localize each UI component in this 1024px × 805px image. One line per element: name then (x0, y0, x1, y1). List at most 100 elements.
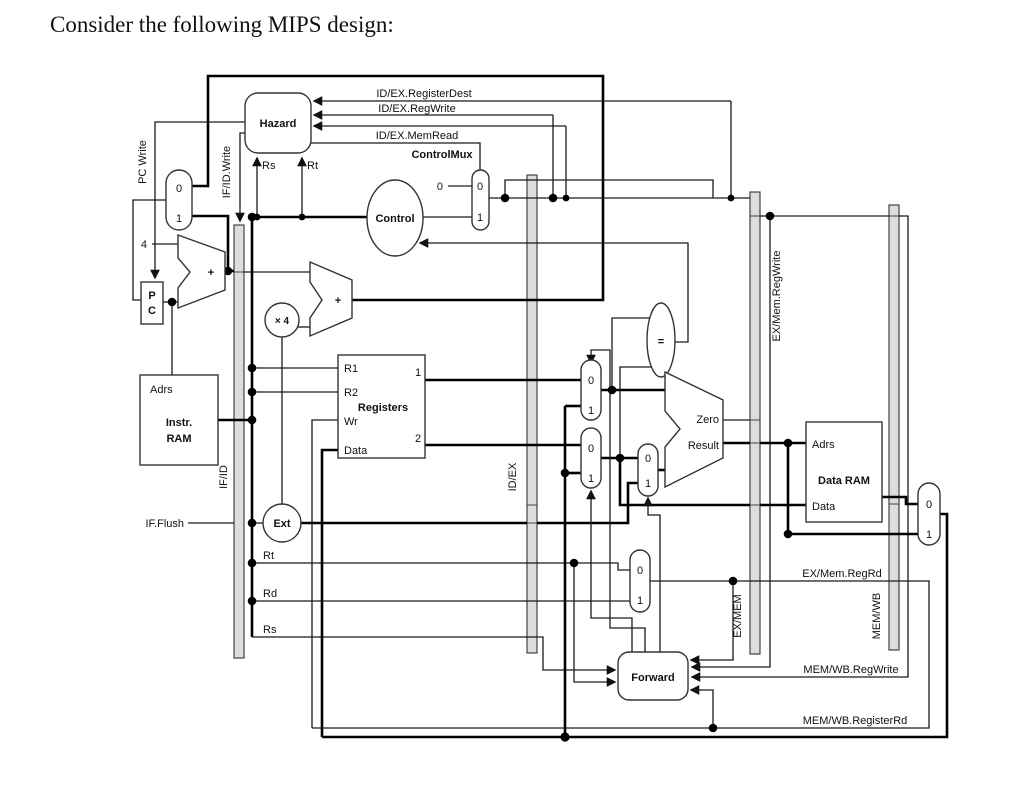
reg-dst-mux-shape (629, 549, 651, 613)
label-if-flush: IF.Flush (145, 518, 184, 530)
forward-b-mux-0: 0 (588, 443, 594, 455)
label-idex: ID/EX (507, 462, 519, 491)
pc-plus4-adder: + (177, 234, 226, 310)
control-label: Control (375, 213, 414, 225)
control-mux-1: 1 (477, 212, 483, 224)
wires (132, 74, 949, 739)
control-mux-0: 0 (477, 181, 483, 193)
forward-b-mux: 0 1 (580, 427, 602, 489)
label-rs: Rs (263, 624, 277, 636)
x4-label: × 4 (275, 316, 290, 327)
label-exmem: EX/MEM (732, 594, 744, 637)
pc-label-p: P (148, 290, 155, 302)
label-ifid-write: IF/ID.Write (221, 146, 233, 198)
wb-mux-shape (917, 482, 941, 546)
alusrc-mux-1: 1 (645, 478, 651, 490)
ifid-register-bar (233, 224, 245, 659)
memwb-register-bar (888, 204, 900, 651)
label-rt: Rt (263, 550, 274, 562)
label-controlmux: ControlMux (411, 149, 473, 161)
branch-adder: + (309, 260, 353, 338)
reg-dst-mux: 0 1 (629, 549, 651, 613)
instr-ram-box (139, 374, 219, 466)
registers-out1: 1 (415, 367, 421, 379)
branch-adder-plus: + (335, 295, 341, 307)
alu: Zero Result (664, 370, 724, 489)
forward-b-mux-1: 1 (588, 473, 594, 485)
branch-adder-shape (309, 260, 353, 338)
control-mux: 0 1 (471, 169, 490, 231)
alu-shape (664, 370, 724, 489)
data-ram-box (805, 421, 883, 523)
equality-comparator: = (646, 302, 676, 378)
forward-a-mux-shape (580, 359, 602, 421)
ext-circle (262, 503, 302, 543)
junction-dots (167, 193, 793, 742)
pc-src-mux: 0 1 (165, 169, 193, 231)
pc-src-mux-1: 1 (176, 213, 182, 225)
registers-out2: 2 (415, 433, 421, 445)
forward-label: Forward (631, 672, 674, 684)
x4-circle (264, 302, 300, 338)
data-ram: Adrs Data RAM Data (805, 421, 883, 523)
wb-mux: 0 1 (917, 482, 941, 546)
eq-label: = (658, 336, 664, 348)
alusrc-mux-shape (637, 443, 659, 497)
question-title: Consider the following MIPS design: (50, 12, 394, 37)
forward-b-mux-shape (580, 427, 602, 489)
pipeline-register-bars (233, 174, 900, 659)
label-idex-registerdest: ID/EX.RegisterDest (376, 88, 471, 100)
forward-box (617, 651, 689, 701)
reg-dst-mux-0: 0 (637, 565, 643, 577)
label-pc-write: PC Write (137, 140, 149, 184)
label-memwb-registerrd: MEM/WB.RegisterRd (803, 715, 908, 727)
instr-ram-label1: Instr. (166, 417, 192, 429)
reg-dst-mux-1: 1 (637, 595, 643, 607)
label-rt-top: Rt (307, 160, 318, 172)
pc-box (140, 281, 164, 325)
instr-ram-label2: RAM (166, 433, 191, 445)
label-four: 4 (141, 239, 147, 251)
adder-plus: + (208, 267, 214, 279)
eq-oval (646, 302, 676, 378)
alusrc-mux: 0 1 (637, 443, 659, 497)
registers-box (337, 354, 426, 459)
shift-left-unit: × 4 (264, 302, 300, 338)
forward-unit: Forward (617, 651, 689, 701)
pc-src-mux-0: 0 (176, 183, 182, 195)
forward-a-mux: 0 1 (580, 359, 602, 421)
instr-ram-adrs: Adrs (150, 384, 173, 396)
label-idex-regwrite: ID/EX.RegWrite (378, 103, 455, 115)
data-ram-data: Data (812, 501, 836, 513)
hazard-label: Hazard (260, 118, 297, 130)
registers-label: Registers (358, 402, 408, 414)
label-exmem-regwrite: EX/Mem.RegWrite (771, 251, 783, 342)
wb-mux-1: 1 (926, 529, 932, 541)
wb-mux-0: 0 (926, 499, 932, 511)
hazard-unit: Hazard (244, 92, 312, 154)
ext-label: Ext (273, 518, 290, 530)
forward-a-mux-0: 0 (588, 375, 594, 387)
control-mux-shape (471, 169, 490, 231)
registers-data: Data (344, 445, 368, 457)
data-ram-adrs: Adrs (812, 439, 835, 451)
exmem-register-bar (749, 191, 761, 655)
adder-shape (177, 234, 226, 310)
label-exmem-regrd: EX/Mem.RegRd (802, 568, 881, 580)
label-rd: Rd (263, 588, 277, 600)
label-memwb: MEM/WB (871, 593, 883, 639)
data-ram-label: Data RAM (818, 475, 870, 487)
registers-r2: R2 (344, 387, 358, 399)
label-ifid: IF/ID (218, 465, 230, 489)
alusrc-mux-0: 0 (645, 453, 651, 465)
label-idex-memread: ID/EX.MemRead (376, 130, 459, 142)
pc-label-c: C (148, 305, 156, 317)
control-oval (366, 179, 424, 257)
sign-extend-unit: Ext (262, 503, 302, 543)
pc-unit: P C (140, 281, 164, 325)
instr-ram: Adrs Instr. RAM (139, 374, 219, 466)
alu-zero: Zero (696, 414, 719, 426)
registers-wr: Wr (344, 416, 358, 428)
